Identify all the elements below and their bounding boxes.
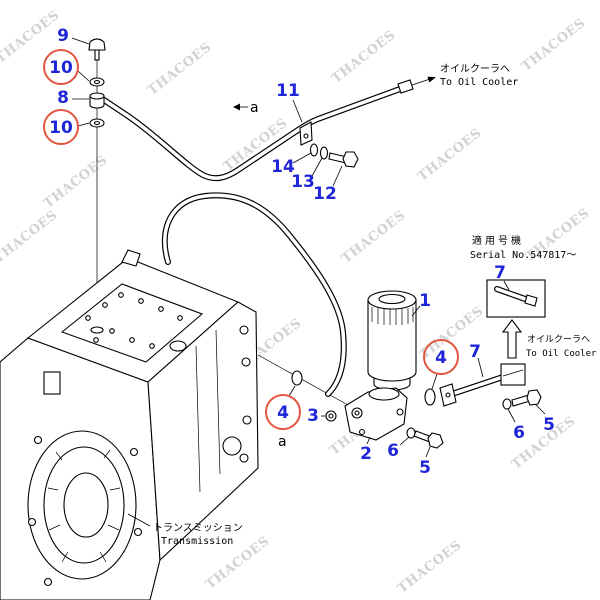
transmission-jp: トランスミッション <box>153 522 243 534</box>
watermark: THACOES <box>519 16 589 75</box>
callout-14: 14 <box>271 157 295 177</box>
bolt-5-left <box>413 430 444 449</box>
leader-line <box>507 408 516 423</box>
serial-en: Serial No.547817～ <box>470 250 576 261</box>
callout-10-upper: 10 <box>49 58 73 78</box>
callout-4-right: 4 <box>435 348 447 368</box>
leader-line <box>77 70 90 82</box>
leader-line <box>477 357 484 378</box>
leader-line <box>399 436 410 446</box>
callout-7-inset: 7 <box>494 263 506 283</box>
leader-line <box>366 436 371 445</box>
watermark: THACOES <box>339 208 409 267</box>
to-oil-cooler-en-inset: To Oil Cooler <box>526 349 597 359</box>
highlight-circle <box>265 394 301 430</box>
watermark: THACOES <box>329 28 399 87</box>
callout-8: 8 <box>57 88 69 108</box>
callout-10-lower: 10 <box>49 118 73 138</box>
washer-10-lower <box>89 118 105 128</box>
to-oil-cooler-jp-inset: オイルクーラへ <box>527 334 590 345</box>
callout-5-left: 5 <box>419 458 431 478</box>
highlight-circle <box>43 49 79 85</box>
callout-9: 9 <box>57 26 69 46</box>
filter-head <box>344 387 408 441</box>
leader-line <box>431 373 438 390</box>
callout-3: 3 <box>307 406 319 426</box>
to-oil-cooler-jp-top: オイルクーラへ <box>440 63 510 75</box>
clamp-hardware <box>309 143 359 168</box>
oil-cooler-tube-7 <box>439 363 526 407</box>
serial-jp: 適用号機 <box>472 234 524 247</box>
callout-6-left: 6 <box>387 441 399 461</box>
callout-2: 2 <box>360 444 372 464</box>
leader-line <box>503 280 510 291</box>
highlight-circle <box>43 109 79 145</box>
washer-10-upper <box>89 77 105 87</box>
washer-6-right <box>502 398 512 410</box>
arrow-line <box>411 78 431 86</box>
center-line <box>257 354 349 406</box>
to-oil-cooler-en-top: To Oil Cooler <box>440 77 518 88</box>
arrow-head-icon <box>427 76 436 83</box>
leader-line <box>127 513 151 527</box>
leader-lines <box>71 37 546 527</box>
oil-filter <box>367 290 417 391</box>
view-label-a-bottom: a <box>278 434 287 450</box>
leader-line <box>311 157 323 177</box>
callout-7: 7 <box>469 342 481 362</box>
arrow-up-icon <box>501 319 523 359</box>
o-ring-4-left <box>291 370 303 386</box>
leader-line <box>332 165 343 187</box>
watermark: THACOES <box>395 538 465 597</box>
watermark: THACOES <box>41 153 111 212</box>
transmission-housing <box>0 249 259 600</box>
bolt-9 <box>88 38 106 61</box>
callout-5-right: 5 <box>543 415 555 435</box>
callout-labels: 9 10 8 10 11 14 13 12 1 4 7 3 2 6 5 4 6 … <box>49 26 555 478</box>
banjo-fitting-8 <box>89 92 105 109</box>
callout-1: 1 <box>419 291 431 311</box>
loop-hose <box>161 192 347 397</box>
leader-line <box>292 152 312 164</box>
callout-11: 11 <box>276 81 300 101</box>
callout-6-right: 6 <box>513 423 525 443</box>
annotations: オイルクーラへ To Oil Cooler a a 適用号機 Serial No… <box>153 63 597 547</box>
serial-inset <box>486 279 546 318</box>
watermark: THACOES <box>0 208 61 267</box>
leader-line <box>71 37 90 45</box>
leader-line <box>411 305 421 317</box>
watermark: THACOES <box>415 126 485 185</box>
callout-4-left: 4 <box>277 403 289 423</box>
oil-cooler-tube-11 <box>101 79 414 182</box>
leader-line <box>292 99 303 123</box>
watermark: THACOES <box>145 40 215 99</box>
leader-line <box>425 446 431 458</box>
leader-line <box>288 385 296 397</box>
leader-line <box>77 122 90 127</box>
transmission-en: Transmission <box>161 536 233 547</box>
plug-3 <box>325 410 337 422</box>
view-label-a-top: a <box>250 100 259 116</box>
arrow-left-icon <box>233 103 240 111</box>
leader-line <box>535 404 546 415</box>
callout-13: 13 <box>291 172 315 192</box>
bolt-5-right <box>511 389 542 407</box>
o-ring-4-right <box>424 388 436 406</box>
highlight-circle <box>423 339 459 375</box>
callout-12: 12 <box>313 184 337 204</box>
